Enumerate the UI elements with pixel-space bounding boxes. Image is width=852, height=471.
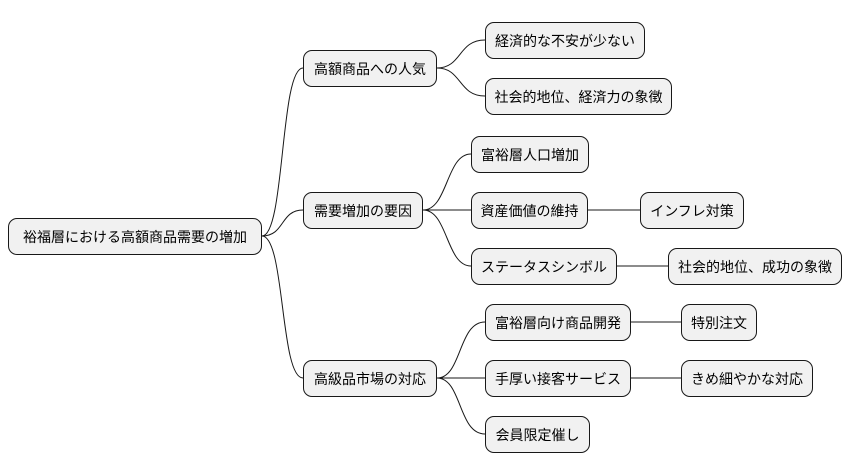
edge-branch2-child3 — [422, 209, 472, 267]
leaf-node-member-events[interactable]: 会員限定催し — [485, 416, 590, 453]
edge-branch1-child2 — [436, 67, 486, 97]
leaf-node-customer-service[interactable]: 手厚い接客サービス — [485, 360, 631, 397]
edge-root-branch1 — [261, 67, 304, 237]
branch-node-popularity[interactable]: 高額商品への人気 — [303, 50, 437, 87]
leaf-node-asset-value[interactable]: 資産価値の維持 — [471, 192, 588, 229]
edge-branch3-child3 — [436, 377, 486, 435]
branch-node-demand-factors[interactable]: 需要増加の要因 — [303, 192, 423, 229]
leaf-node-status-symbol[interactable]: ステータスシンボル — [471, 248, 617, 285]
edge-branch1-child1 — [436, 39, 486, 69]
leaf-node-status-symbol-wealth[interactable]: 社会的地位、経済力の象徴 — [485, 78, 672, 115]
leaf-node-product-development[interactable]: 富裕層向け商品開発 — [485, 304, 631, 341]
leaf-node-success-symbol[interactable]: 社会的地位、成功の象徴 — [668, 248, 842, 285]
root-node[interactable]: 裕福層における高額商品需要の増加 — [8, 218, 262, 255]
edge-branch3-child1 — [436, 321, 486, 379]
edge-root-branch2 — [261, 209, 304, 237]
leaf-node-attentive-service[interactable]: きめ細やかな対応 — [681, 360, 813, 397]
edge-branch2-child1 — [422, 153, 472, 211]
leaf-node-special-order[interactable]: 特別注文 — [681, 304, 757, 341]
edge-root-branch3 — [261, 235, 304, 379]
leaf-node-wealthy-population[interactable]: 富裕層人口増加 — [471, 136, 589, 173]
leaf-node-low-anxiety[interactable]: 経済的な不安が少ない — [485, 22, 645, 59]
leaf-node-inflation-hedge[interactable]: インフレ対策 — [640, 192, 744, 229]
branch-node-market-response[interactable]: 高級品市場の対応 — [303, 360, 437, 397]
